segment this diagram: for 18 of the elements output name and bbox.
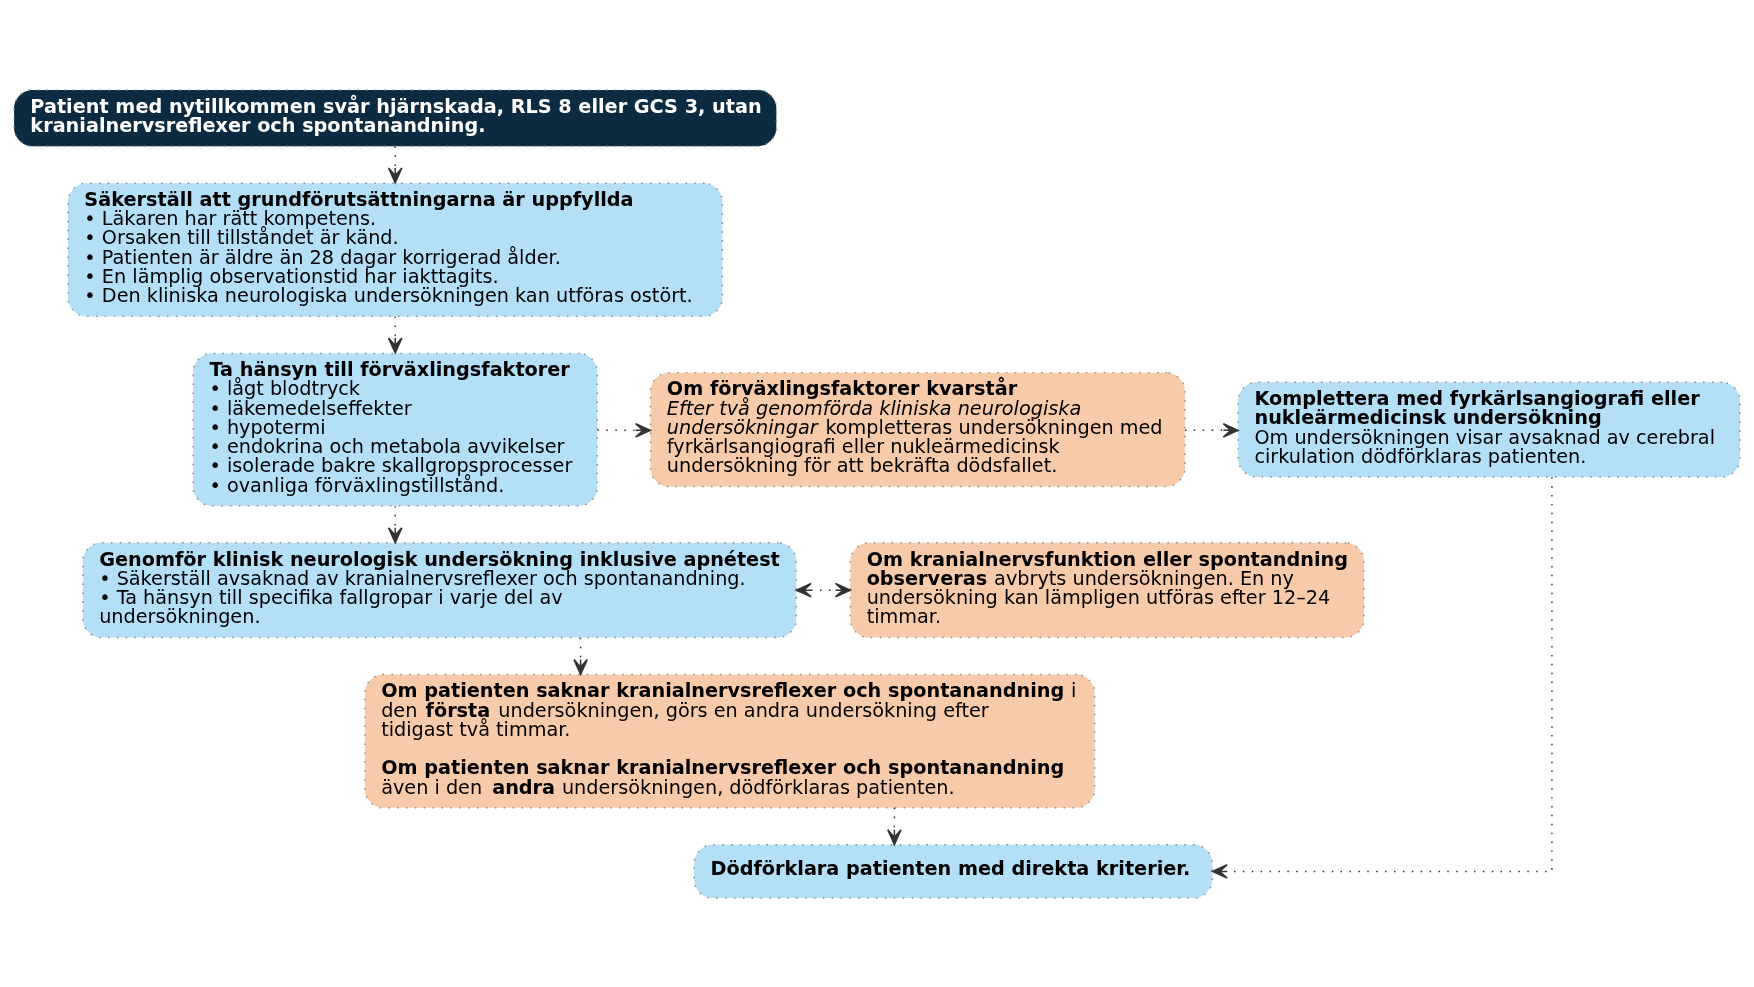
node-box: Säkerställ att grundförutsättningarna är uppfyllda • Läkaren har rätt kompetens. • Orsaken till tillståndet är känd. • Patienten är äldre än 28 dagar korrigerad ålder. • En lämplig observationstid har iakttagits. • Den kliniska neurologiska undersökningen kan utföras ostört. [67,181,724,317]
arrow [1184,422,1239,438]
arrow [795,582,852,598]
node-box: Patient med nytillkommen svår hjärnskada, RLS 8 eller GCS 3, utan kranialnervsreflexer och spontanandning. [13,88,778,147]
arrow [387,504,403,543]
arrow [573,636,588,675]
node-box: Komplettera med fyrkärlsangiografi eller nukleärmedicinsk undersökning Om undersökningen visar avsaknad av cerebral cirkulation dödförklaras patienten. [1237,381,1741,478]
node-box: Om kranialnervsfunktion eller spontandning observeras avbryts undersökningen. En ny undersökning kan lämpligen utföras efter 12–24 timmar. [849,541,1365,638]
arrow [596,422,652,438]
node-box: Genomför klinisk neurologisk undersökning inklusive apnétest • Säkerställ avsaknad av kranialnervsreflexer och spontanandning. • Ta hänsyn till specifika fallgropar i varje del av undersökningen. [82,541,798,638]
arrow [387,145,403,184]
node-box: Om förväxlingsfaktorer kvarstår Efter två genomförda kliniska neurologiska undersökningar kompletteras undersökningen med fyrkärlsangiografi eller nukleärmedicinsk undersökning för att bekräfta dödsfallet. [649,371,1186,487]
arrow [1211,476,1553,879]
node-box: Ta hänsyn till förväxlingsfaktorer • lågt blodtryck • läkemedelseffekter • hypotermi • endokrina och metabola avvikelser • isolerade bakre skallgropsprocesser • ovanliga förväxlingstillstånd. [192,352,598,507]
node-box: Om patienten saknar kranialnervsreflexer och spontanandning i den första undersökningen, görs en andra undersökning efter tidigast två timmar. Om patienten saknar kranialnervsreflexer och spontanandning även i den andra undersökningen, dödförklaras patienten. [364,673,1096,809]
arrow [387,315,403,354]
arrow [887,806,902,845]
node-box: Dödförklara patienten med direkta kriterier. [693,843,1213,899]
